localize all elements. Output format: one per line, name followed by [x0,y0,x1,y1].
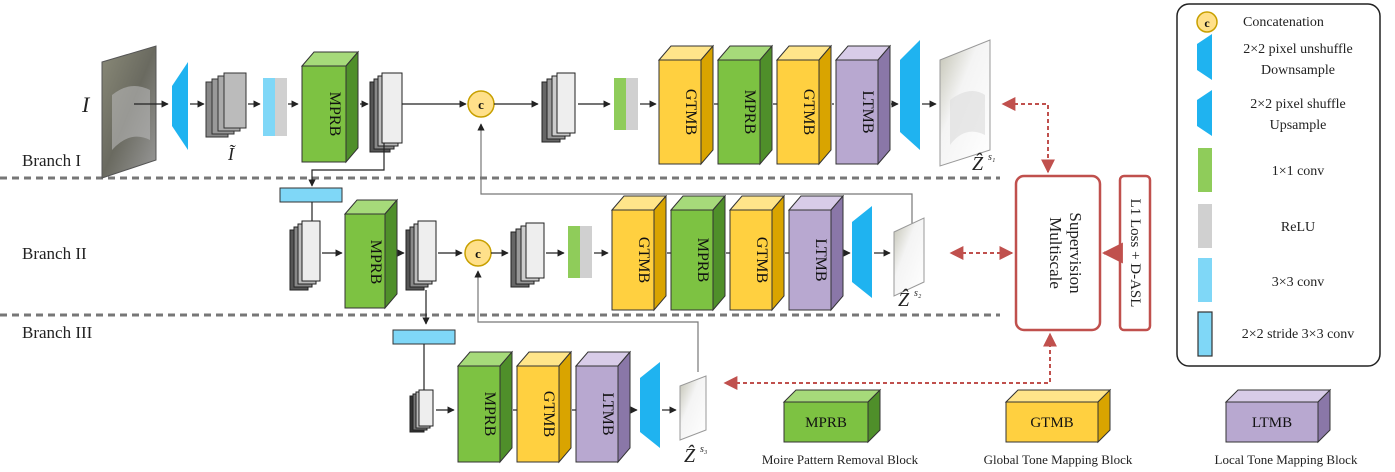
mprb-b2-b: MPRB [669,194,727,312]
feature-stack-b2 [405,220,437,291]
supervision-line1: Multiscale [1046,217,1065,289]
gtmb-b3: GTMB [515,350,573,464]
input-symbol: I [81,92,91,117]
gtmb-b2-a: GTMB [610,194,668,312]
z3-symbol: Ẑ [684,444,696,467]
branch-2-label: Branch II [22,244,87,263]
stride-conv-b2 [279,187,343,203]
legend-box [1176,3,1381,367]
svg-text:MPRB: MPRB [741,90,758,134]
legend-concat-label: Concatenation [1243,15,1324,30]
legend-mprb-desc: Moire Pattern Removal Block [762,452,919,467]
feature-stack-b1 [369,72,403,153]
legend-gtmb-desc: Global Tone Mapping Block [984,452,1133,467]
supervision-line2: Supervision [1066,212,1085,294]
mprb-b1-b: MPRB [716,44,774,166]
svg-text:GTMB: GTMB [540,391,557,437]
legend-shuffle-line2: Upsample [1270,118,1327,133]
unshuffled-stack [205,72,247,138]
svg-text:GTMB: GTMB [635,237,652,283]
legend-relu-label: ReLU [1281,220,1315,235]
multiscale-supervision-box [1014,174,1102,332]
gtmb-b2-b: GTMB [728,194,786,312]
concat-symbol-b1: c [478,97,484,112]
conv1-b1 [614,78,626,130]
z1-superscript: s₁ [988,152,995,163]
input-stack-b3 [409,389,434,433]
svg-text:c: c [1204,16,1210,30]
z2-symbol: Ẑ [898,288,910,311]
branch-3-label: Branch III [22,323,93,342]
legend-conv1-icon [1198,148,1212,192]
legend-ltmb: LTMB [1224,388,1332,444]
svg-text:MPRB: MPRB [694,238,711,282]
ltmb-b3: LTMB [574,350,632,464]
svg-text:LTMB: LTMB [599,393,616,436]
conv1-b2 [568,226,580,278]
pixel-unshuffle-1 [172,62,188,150]
legend-relu-icon [1198,204,1212,248]
legend-unshuffle-line1: 2×2 pixel unshuffle [1243,42,1353,57]
legend-shuffle-line1: 2×2 pixel shuffle [1250,97,1346,112]
concat-symbol-b2: c [475,246,481,261]
concat-stack-b1 [541,72,576,143]
svg-text:LTMB: LTMB [1252,415,1292,431]
svg-text:MPRB: MPRB [481,392,498,436]
gtmb-b1-a: GTMB [657,44,715,166]
legend-stride-label: 2×2 stride 3×3 conv [1242,327,1355,342]
relu-1 [275,78,287,136]
ltmb-b1: LTMB [834,44,892,166]
svg-text:MPRB: MPRB [367,240,384,284]
z2-superscript: s₂ [914,288,922,299]
relu-b2 [580,226,592,278]
pixel-shuffle-b3 [640,362,660,448]
ltmb-b2: LTMB [787,194,845,312]
input-tilde-symbol: Ĩ [227,144,236,164]
stride-conv-b3 [392,329,456,345]
legend-stride-icon [1197,311,1213,357]
svg-text:GTMB: GTMB [682,89,699,135]
legend-shuffle-icon [1197,90,1212,136]
pixel-shuffle-b2 [852,206,872,298]
mprb-branch1: MPRB [300,50,360,164]
input-image [101,45,157,179]
svg-text:GTMB: GTMB [753,237,770,283]
z3-superscript: s₃ [700,444,708,455]
output-image-2 [893,217,925,297]
z1-symbol: Ẑ [972,152,984,175]
mprb-b2-a: MPRB [343,198,399,310]
input-stack-b2 [289,220,321,291]
legend-conv3-label: 3×3 conv [1272,275,1325,290]
legend-unshuffle-line2: Downsample [1261,63,1335,78]
svg-text:LTMB: LTMB [812,239,829,282]
legend-ltmb-desc: Local Tone Mapping Block [1215,452,1358,467]
svg-text:GTMB: GTMB [800,89,817,135]
concat-stack-b2 [510,222,545,288]
mprb-b3: MPRB [456,350,514,464]
relu-b1 [626,78,638,130]
svg-text:GTMB: GTMB [1030,415,1073,431]
legend-unshuffle-icon [1197,34,1212,80]
output-image-3 [679,375,707,441]
branch-1-label: Branch I [22,151,81,170]
svg-text:LTMB: LTMB [859,91,876,134]
legend-conv3-icon [1198,258,1212,302]
conv3-1 [263,78,275,136]
gtmb-b1-b: GTMB [775,44,833,166]
pixel-shuffle-b1 [900,40,920,150]
legend-mprb: MPRB [782,388,882,444]
output-image-1 [939,39,991,167]
legend-conv1-label: 1×1 conv [1272,164,1325,179]
legend-concat-icon [1196,11,1218,33]
svg-text:MPRB: MPRB [326,92,343,136]
svg-text:MPRB: MPRB [805,415,847,431]
legend-gtmb: GTMB [1004,388,1112,444]
loss-label: L1 Loss + D-ASL [1127,199,1143,308]
